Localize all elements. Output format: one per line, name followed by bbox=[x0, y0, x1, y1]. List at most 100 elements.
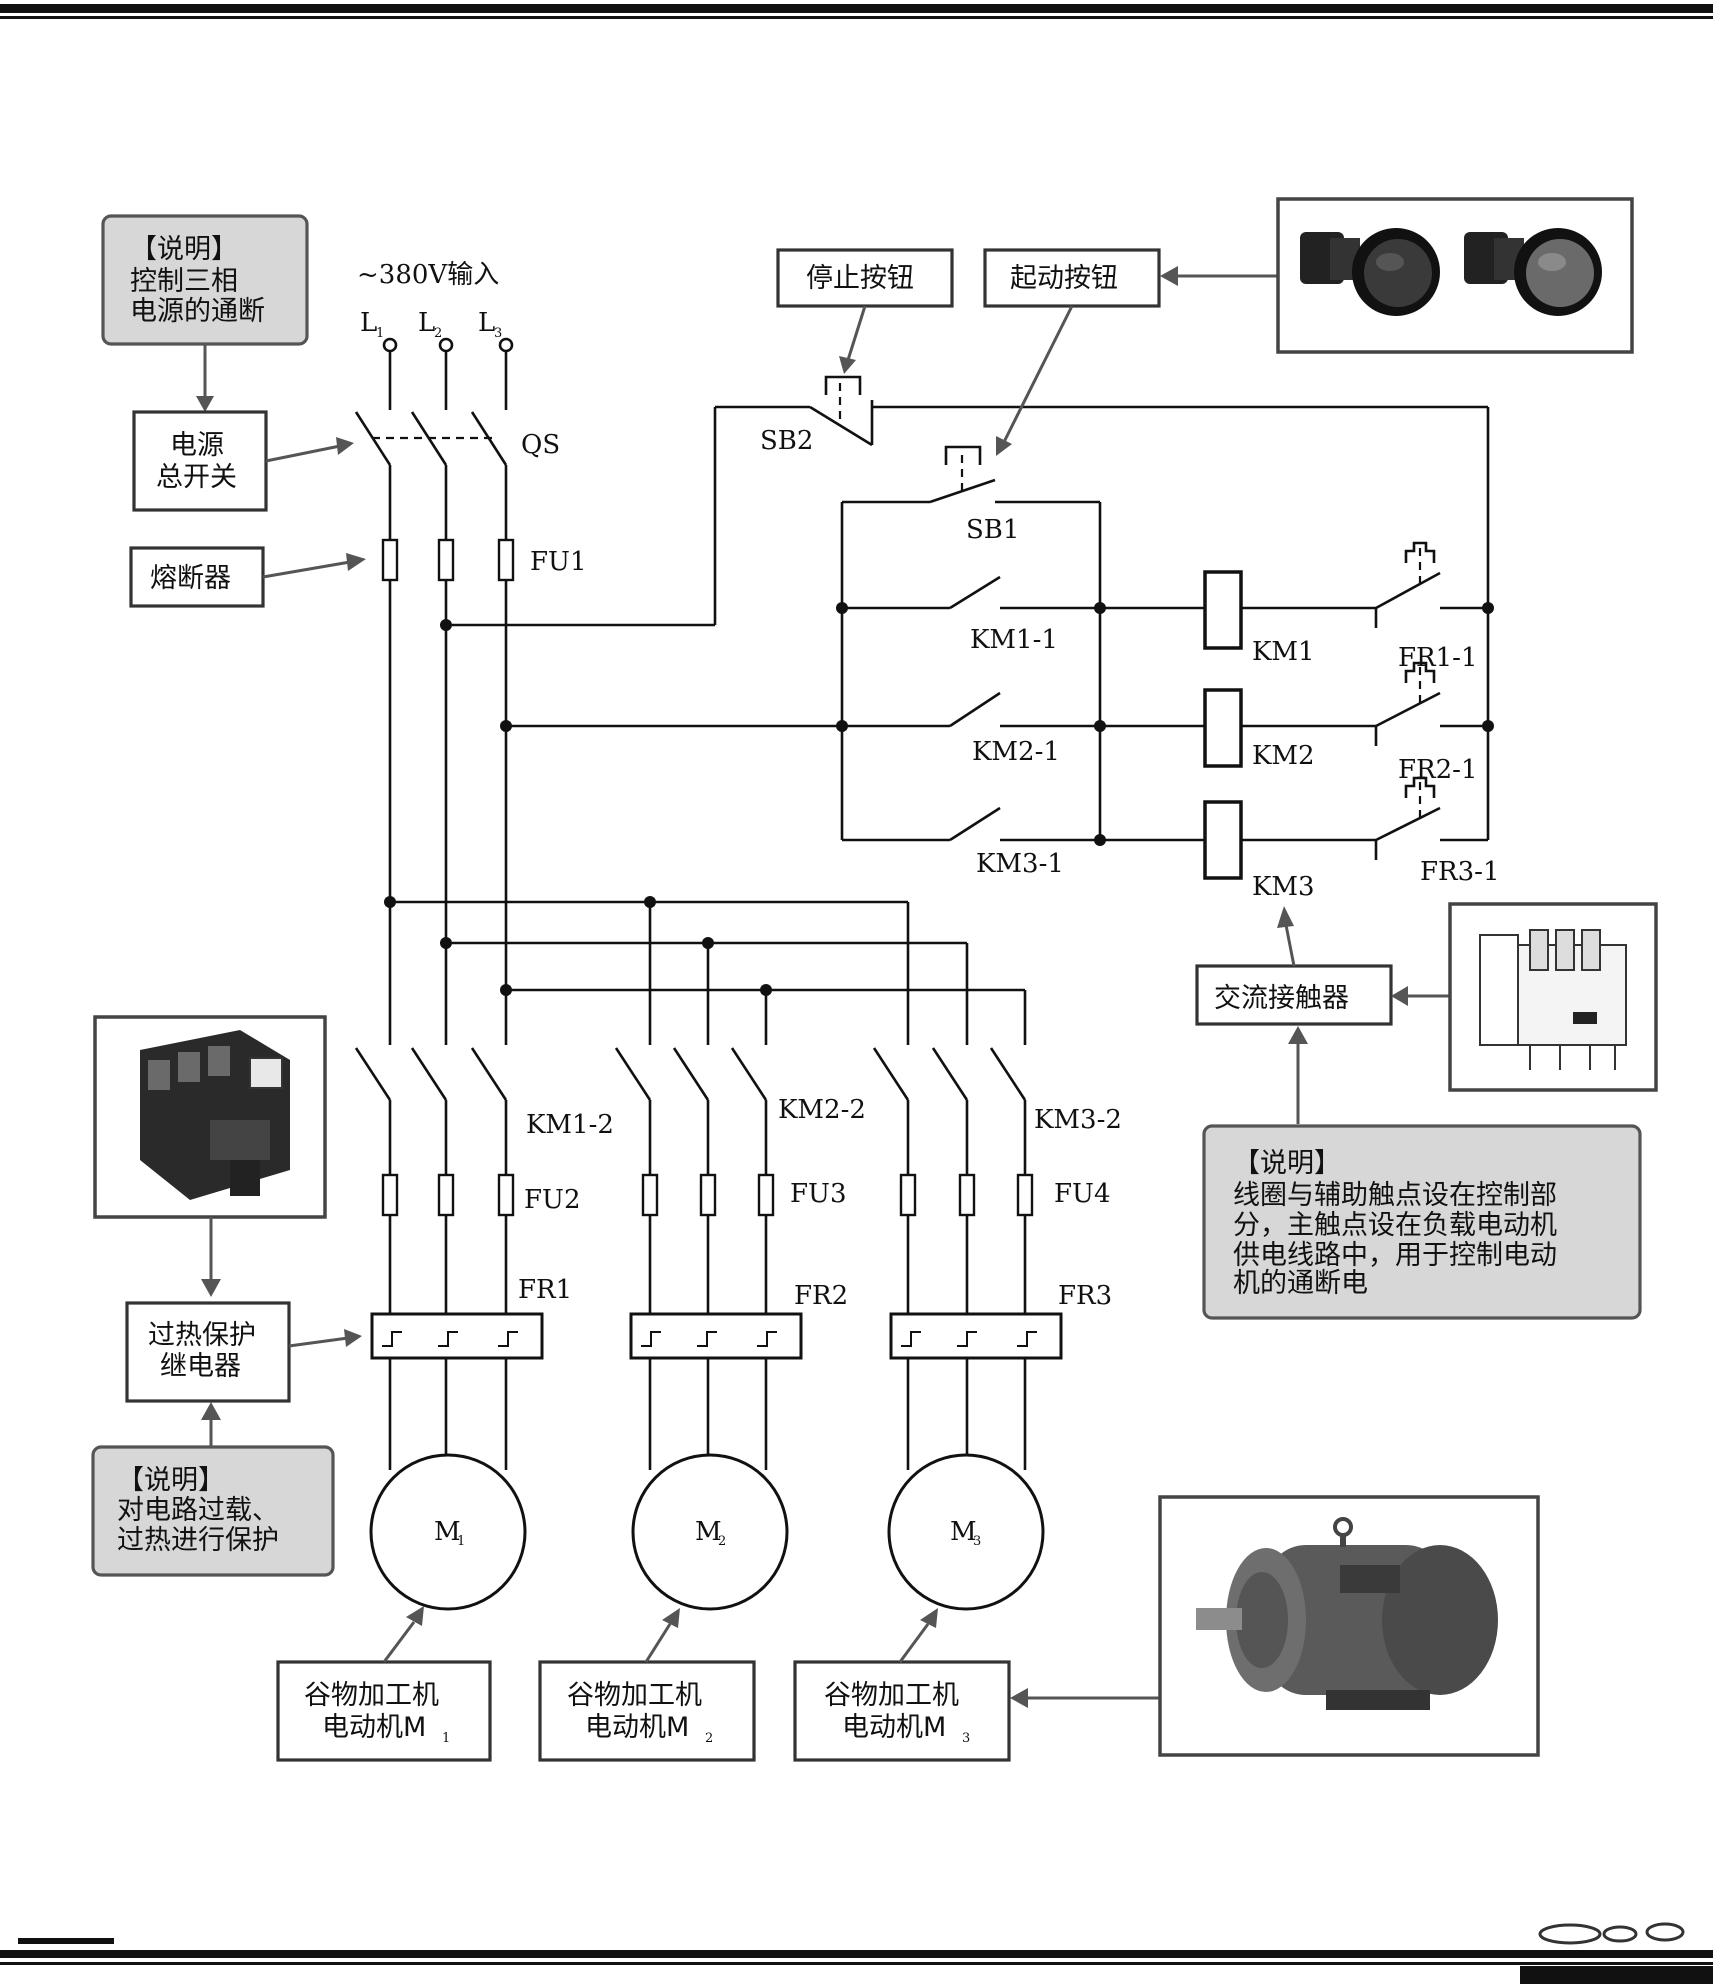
thermal-relay-image bbox=[140, 1030, 290, 1200]
fr2-label: FR2 bbox=[794, 1281, 848, 1311]
phase-l2-letter: L bbox=[418, 308, 435, 338]
start-button-callout: 起动按钮 bbox=[983, 248, 1161, 308]
km2-coil-label: KM2 bbox=[1252, 741, 1315, 771]
push-button-image-1 bbox=[1300, 228, 1440, 316]
qs-label: QS bbox=[521, 430, 560, 460]
note-contactor-line-4: 供电线路中，用于控制电动 bbox=[1233, 1240, 1557, 1271]
fr2-1-label: FR2-1 bbox=[1398, 755, 1478, 785]
fu3-label: FU3 bbox=[790, 1179, 847, 1209]
note-power-line-2: 控制三相 bbox=[130, 266, 238, 297]
note-thermal-line-3: 过热进行保护 bbox=[117, 1525, 279, 1556]
fuse-arrow bbox=[262, 553, 366, 579]
phase-l1-sub: 1 bbox=[376, 326, 384, 341]
motor-m1-sub: 1 bbox=[457, 1534, 465, 1549]
coil-km1 bbox=[1203, 570, 1243, 650]
motor-3-line-1: 谷物加工机 bbox=[824, 1680, 959, 1711]
stop-button-callout: 停止按钮 bbox=[776, 248, 954, 308]
fuse-callout-label: 熔断器 bbox=[150, 563, 231, 594]
contactor-callout: 交流接触器 bbox=[1195, 964, 1393, 1026]
motor-photo bbox=[1158, 1495, 1540, 1757]
km1-1-label: KM1-1 bbox=[970, 625, 1058, 655]
note-power-callout: 【说明】 控制三相 电源的通断 bbox=[101, 214, 309, 346]
motor-m2-letter: M bbox=[695, 1517, 722, 1547]
motor-m3-sub: 3 bbox=[973, 1534, 981, 1549]
motor-3-sub: 3 bbox=[962, 1731, 970, 1746]
motor-1-arrow bbox=[382, 1606, 424, 1663]
fr3-label: FR3 bbox=[1058, 1281, 1112, 1311]
phase-l3-letter: L bbox=[478, 308, 495, 338]
note-contactor-line-5: 机的通断电 bbox=[1233, 1268, 1368, 1299]
sb1-label: SB1 bbox=[966, 515, 1019, 545]
coil-km3 bbox=[1203, 800, 1243, 880]
fr1-1-label: FR1-1 bbox=[1398, 643, 1478, 673]
motor-1-line-2: 电动机M bbox=[322, 1712, 426, 1743]
km3-coil-label: KM3 bbox=[1252, 872, 1315, 902]
note-contactor-line-3: 分，主触点设在负载电动机 bbox=[1233, 1210, 1557, 1241]
motor-2-callout: 谷物加工机 电动机M 2 bbox=[538, 1660, 756, 1762]
contactor-arrows bbox=[1277, 906, 1450, 1124]
motor-2-line-1: 谷物加工机 bbox=[567, 1680, 702, 1711]
note-contactor-line-1: 【说明】 bbox=[1233, 1148, 1341, 1179]
motor-m3: M 3 bbox=[887, 1453, 1045, 1611]
main-switch-line-2: 总开关 bbox=[156, 462, 237, 493]
note-thermal-line-2: 对电路过载、 bbox=[117, 1495, 279, 1526]
motor-image bbox=[1196, 1517, 1498, 1710]
thermal-relay-photo bbox=[93, 1015, 327, 1219]
contactor-image bbox=[1479, 929, 1627, 1070]
buttons-photo bbox=[1276, 197, 1634, 354]
motor-3-callout: 谷物加工机 电动机M 3 bbox=[793, 1660, 1011, 1762]
sb2-label: SB2 bbox=[760, 426, 813, 456]
motor-m2: M 2 bbox=[631, 1453, 789, 1611]
control-circuit-wiring bbox=[440, 375, 1494, 860]
start-button-arrow bbox=[996, 266, 1278, 456]
note-contactor-line-2: 线圈与辅助触点设在控制部 bbox=[1233, 1180, 1557, 1211]
push-button-image-2 bbox=[1464, 228, 1602, 316]
note-power-arrow bbox=[196, 344, 214, 412]
thermal-relay-photo-arrow bbox=[201, 1217, 221, 1297]
contactor-photo bbox=[1448, 902, 1658, 1092]
km1-coil-label: KM1 bbox=[1252, 637, 1315, 667]
motor-2-sub: 2 bbox=[705, 1731, 713, 1746]
note-contactor-callout: 【说明】 线圈与辅助触点设在控制部 分，主触点设在负载电动机 供电线路中，用于控… bbox=[1202, 1124, 1642, 1320]
thermal-relay-line-1: 过热保护 bbox=[148, 1320, 256, 1351]
motor-2-line-2: 电动机M bbox=[585, 1712, 689, 1743]
input-terminals bbox=[382, 337, 514, 410]
km1-2-label: KM1-2 bbox=[526, 1110, 614, 1140]
fu4-label: FU4 bbox=[1054, 1179, 1111, 1209]
branch-lines bbox=[388, 1100, 1027, 1470]
thermal-relay-callout: 过热保护 继电器 bbox=[125, 1301, 291, 1403]
motor-1-sub: 1 bbox=[442, 1731, 450, 1746]
fu2-label: FU2 bbox=[524, 1185, 581, 1215]
stop-button-arrow bbox=[839, 305, 867, 374]
note-power-line-1: 【说明】 bbox=[130, 234, 238, 265]
motor-1-line-1: 谷物加工机 bbox=[304, 1680, 439, 1711]
phase-l1-letter: L bbox=[360, 308, 377, 338]
motor-3-line-2: 电动机M bbox=[842, 1712, 946, 1743]
motor-2-arrow bbox=[644, 1608, 680, 1663]
note-power-line-3: 电源的通断 bbox=[130, 296, 265, 327]
phase-l2-sub: 2 bbox=[434, 326, 442, 341]
main-bus-lines bbox=[384, 580, 1027, 1045]
thermal-relay-fr1 bbox=[370, 1312, 544, 1360]
thermal-relay-arrows bbox=[201, 1329, 362, 1446]
phase-l1-label: L 1 bbox=[360, 308, 384, 341]
branch-fuses bbox=[381, 1173, 1034, 1217]
phase-l3-sub: 3 bbox=[494, 326, 502, 341]
note-thermal-callout: 【说明】 对电路过载、 过热进行保护 bbox=[91, 1445, 335, 1577]
fu1-fuses bbox=[381, 538, 515, 582]
thermal-relay-line-2: 继电器 bbox=[160, 1351, 241, 1382]
motor-m1-letter: M bbox=[434, 1517, 461, 1547]
km3-2-label: KM3-2 bbox=[1034, 1105, 1122, 1135]
motor-3-arrows bbox=[898, 1608, 1160, 1708]
fr1-label: FR1 bbox=[518, 1275, 572, 1305]
thermal-relay-fr3 bbox=[889, 1312, 1063, 1360]
fu1-label: FU1 bbox=[530, 547, 587, 577]
motor-m1: M 1 bbox=[369, 1453, 527, 1611]
km2-2-label: KM2-2 bbox=[778, 1095, 866, 1125]
km2-1-label: KM2-1 bbox=[972, 737, 1060, 767]
fr3-1-label: FR3-1 bbox=[1420, 857, 1500, 887]
km-main-contacts bbox=[354, 1047, 1027, 1101]
motor-m3-letter: M bbox=[950, 1517, 977, 1547]
contactor-label: 交流接触器 bbox=[1214, 983, 1349, 1014]
